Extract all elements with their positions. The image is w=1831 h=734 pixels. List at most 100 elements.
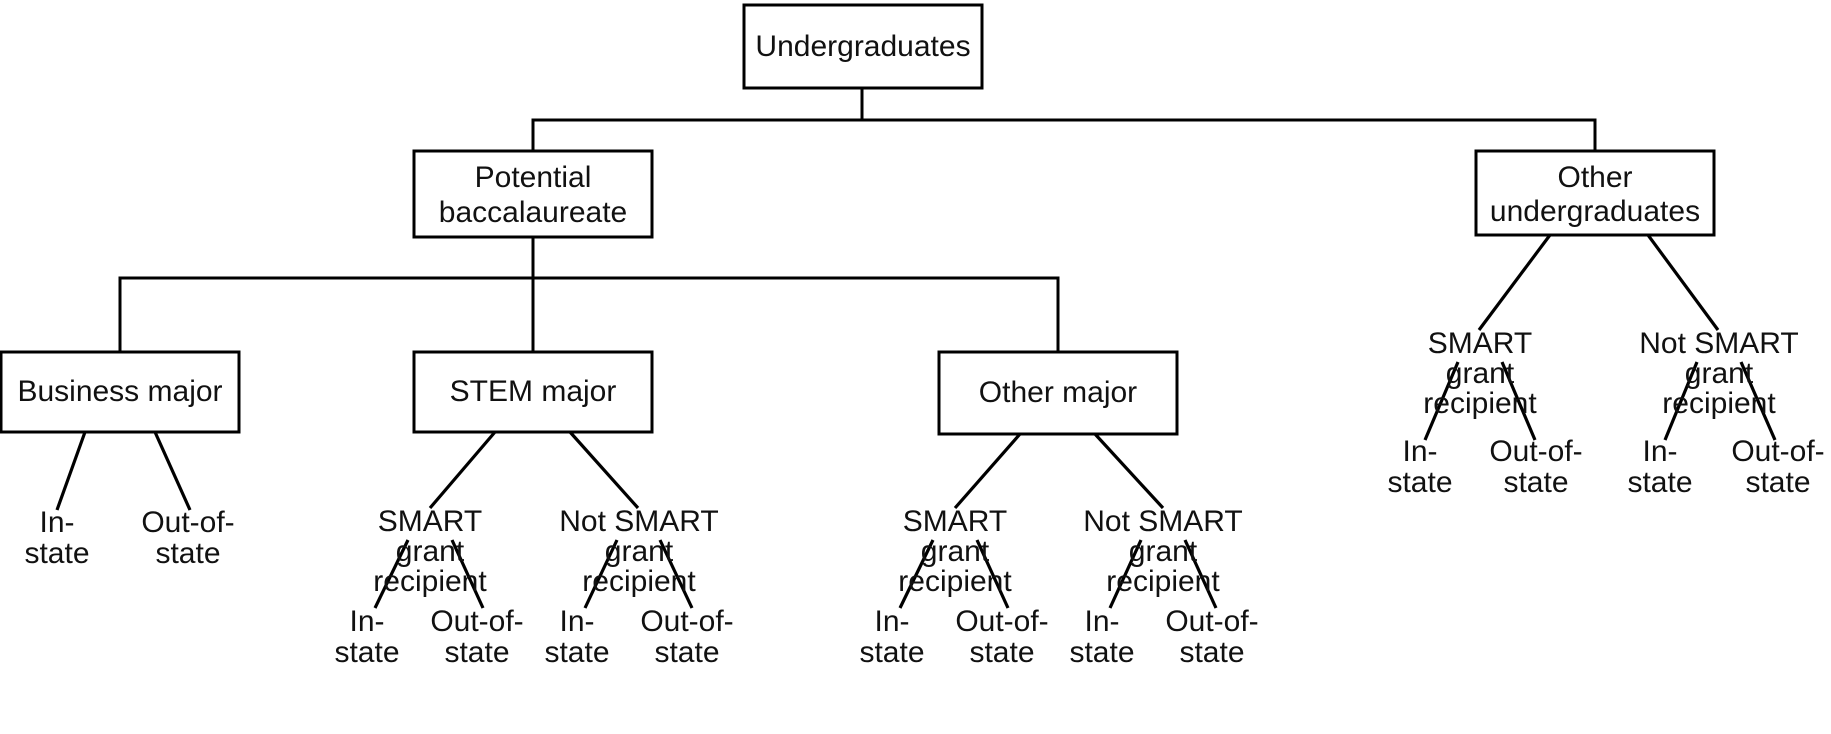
node-undergraduates-label: Undergraduates	[755, 30, 970, 63]
node-stem-major-label: STEM major	[450, 375, 617, 408]
node-stem-notsmart-line1: Not SMART	[559, 505, 718, 538]
node-other-undergraduates-line1: Other	[1557, 161, 1632, 194]
connector-business-in-state	[55, 431, 87, 511]
node-stem-notsmart-line3: recipient	[582, 565, 696, 598]
leaf-othermajor-notsmart-out-of-state-line2: state	[1179, 636, 1244, 669]
leaf-business-out-of-state[interactable]: Out-of- state	[141, 506, 234, 570]
node-potential-baccalaureate[interactable]: Potential baccalaureate	[412, 149, 654, 239]
leaf-stem-smart-in-state[interactable]: In- state	[334, 605, 399, 669]
node-ou-smart-line3: recipient	[1423, 387, 1537, 420]
node-potential-baccalaureate-line1: Potential	[475, 161, 592, 194]
node-potential-baccalaureate-rect	[412, 149, 654, 239]
connector-othermajor-smart-in-state	[898, 539, 935, 609]
connector-stem-smart-out-of-state	[450, 539, 485, 609]
node-business-major-label: Business major	[17, 375, 222, 408]
node-stem-smart-grant-recipient[interactable]: SMART grant recipient	[373, 505, 487, 598]
node-stem-not-smart-grant-recipient[interactable]: Not SMART grant recipient	[559, 505, 718, 598]
connector-othermajor-notsmart-out-of-state	[1183, 539, 1218, 609]
leaf-business-in-state-line1: In-	[39, 506, 74, 539]
node-ou-not-smart-grant-recipient[interactable]: Not SMART grant recipient	[1639, 327, 1798, 420]
leaf-othermajor-notsmart-in-state[interactable]: In- state	[1069, 605, 1134, 669]
connector-group-root-level2	[531, 86, 1597, 153]
leaf-ou-smart-in-state-line1: In-	[1402, 435, 1437, 468]
leaf-ou-notsmart-out-of-state[interactable]: Out-of- state	[1731, 435, 1824, 499]
leaf-ou-notsmart-out-of-state-line2: state	[1745, 466, 1810, 499]
connector-ou-notsmart-out-of-state	[1739, 361, 1777, 441]
leaf-business-out-of-state-line2: state	[155, 537, 220, 570]
leaf-ou-smart-out-of-state-line2: state	[1503, 466, 1568, 499]
leaf-ou-notsmart-in-state[interactable]: In- state	[1627, 435, 1692, 499]
node-stem-notsmart-line2: grant	[605, 535, 674, 568]
node-stem-major[interactable]: STEM major	[412, 350, 654, 434]
node-other-undergraduates[interactable]: Other undergraduates	[1474, 149, 1716, 237]
node-ou-smart-grant-recipient[interactable]: SMART grant recipient	[1423, 327, 1537, 420]
node-othermajor-notsmart-line2: grant	[1129, 535, 1198, 568]
connector-group-business-leaves	[55, 431, 192, 511]
connector-group-other-major-grants	[953, 432, 1165, 510]
connector-group-othermajor-notsmart-leaves	[1108, 539, 1218, 609]
leaf-othermajor-smart-out-of-state-line2: state	[969, 636, 1034, 669]
node-business-major[interactable]: Business major	[0, 350, 241, 434]
connector-group-stem-smart-leaves	[373, 539, 485, 609]
node-ou-notsmart-line3: recipient	[1662, 387, 1776, 420]
leaf-stem-notsmart-out-of-state-line1: Out-of-	[640, 605, 733, 638]
node-othermajor-smart-line2: grant	[921, 535, 990, 568]
connector-ou-smart	[1477, 234, 1552, 331]
leaf-ou-smart-out-of-state[interactable]: Out-of- state	[1489, 435, 1582, 499]
leaf-stem-notsmart-out-of-state-line2: state	[654, 636, 719, 669]
node-othermajor-notsmart-line1: Not SMART	[1083, 505, 1242, 538]
leaf-ou-notsmart-in-state-line1: In-	[1642, 435, 1677, 468]
leaf-othermajor-smart-out-of-state[interactable]: Out-of- state	[955, 605, 1048, 669]
leaf-stem-notsmart-in-state[interactable]: In- state	[544, 605, 609, 669]
leaf-stem-smart-out-of-state-line2: state	[444, 636, 509, 669]
connector-othermajor-notsmart-in-state	[1108, 539, 1143, 609]
connector-group-ou-notsmart-leaves	[1663, 361, 1777, 441]
node-other-undergraduates-rect	[1474, 149, 1716, 237]
connector-group-other-undergrads-grants	[1477, 234, 1720, 331]
connector-group-level2-level3	[118, 235, 1060, 354]
leaf-othermajor-notsmart-out-of-state-line1: Out-of-	[1165, 605, 1258, 638]
node-undergraduates-rect	[742, 3, 984, 90]
node-other-major-label: Other major	[979, 376, 1137, 409]
node-stem-major-rect	[412, 350, 654, 434]
connector-group-ou-smart-leaves	[1423, 361, 1537, 441]
leaf-stem-smart-in-state-line1: In-	[349, 605, 384, 638]
leaf-stem-smart-out-of-state[interactable]: Out-of- state	[430, 605, 523, 669]
node-business-major-rect	[0, 350, 241, 434]
node-othermajor-not-smart-grant-recipient[interactable]: Not SMART grant recipient	[1083, 505, 1242, 598]
leaf-othermajor-notsmart-out-of-state[interactable]: Out-of- state	[1165, 605, 1258, 669]
node-stem-smart-line1: SMART	[378, 505, 482, 538]
leaf-business-out-of-state-line1: Out-of-	[141, 506, 234, 539]
connector-stem-notsmart-in-state	[583, 539, 619, 609]
connector-other-major-not-smart	[1093, 432, 1165, 510]
leaf-stem-notsmart-in-state-line1: In-	[559, 605, 594, 638]
leaf-othermajor-notsmart-in-state-line2: state	[1069, 636, 1134, 669]
connector-stem-not-smart	[568, 430, 640, 510]
leaf-stem-notsmart-out-of-state[interactable]: Out-of- state	[640, 605, 733, 669]
leaf-business-in-state[interactable]: In- state	[24, 506, 89, 570]
node-stem-smart-line3: recipient	[373, 565, 487, 598]
leaf-ou-notsmart-in-state-line2: state	[1627, 466, 1692, 499]
node-othermajor-smart-line3: recipient	[898, 565, 1012, 598]
connector-other-major-smart	[953, 432, 1022, 510]
leaf-business-in-state-line2: state	[24, 537, 89, 570]
leaf-othermajor-smart-in-state[interactable]: In- state	[859, 605, 924, 669]
connector-ou-smart-out-of-state	[1500, 361, 1537, 441]
node-ou-smart-line1: SMART	[1428, 327, 1532, 360]
node-other-major[interactable]: Other major	[937, 350, 1179, 436]
node-othermajor-notsmart-line3: recipient	[1106, 565, 1220, 598]
node-stem-smart-line2: grant	[396, 535, 465, 568]
node-ou-smart-line2: grant	[1446, 357, 1515, 390]
leaf-ou-smart-in-state[interactable]: In- state	[1387, 435, 1452, 499]
leaf-stem-smart-in-state-line2: state	[334, 636, 399, 669]
connector-stem-smart-in-state	[373, 539, 410, 609]
leaf-othermajor-smart-out-of-state-line1: Out-of-	[955, 605, 1048, 638]
connector-stem-notsmart-out-of-state	[658, 539, 694, 609]
connector-ou-not-smart	[1646, 234, 1720, 331]
leaf-ou-smart-in-state-line2: state	[1387, 466, 1452, 499]
connector-group-stem-notsmart-leaves	[583, 539, 694, 609]
node-othermajor-smart-grant-recipient[interactable]: SMART grant recipient	[898, 505, 1012, 598]
node-undergraduates[interactable]: Undergraduates	[742, 3, 984, 90]
